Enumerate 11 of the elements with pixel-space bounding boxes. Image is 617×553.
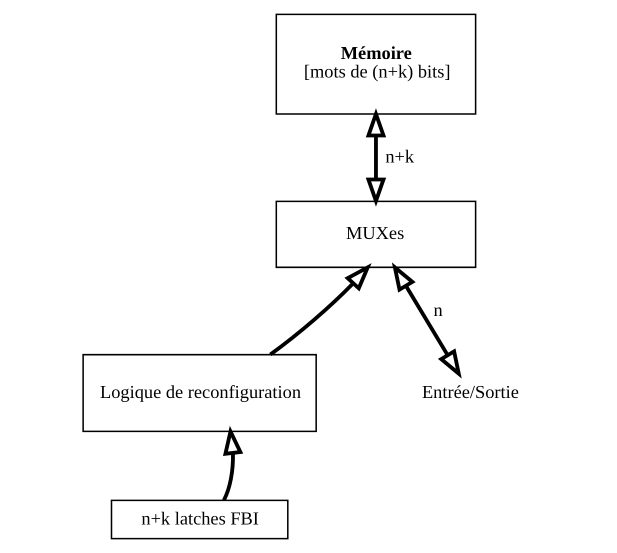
node-box: MUXes [276,200,476,268]
edge-label: n [433,300,443,320]
arrow [222,426,244,502]
node-box: Mémoire [mots de (n+k) bits] [276,14,476,115]
arrow [366,108,386,207]
node-box: n+k latches FBI [110,500,289,540]
arrow [269,263,372,356]
edge-label: n+k [385,146,414,166]
node-box: Logique de reconfiguration [82,354,317,432]
node-text: Entrée/Sortie [422,382,519,402]
arrow [392,262,462,379]
